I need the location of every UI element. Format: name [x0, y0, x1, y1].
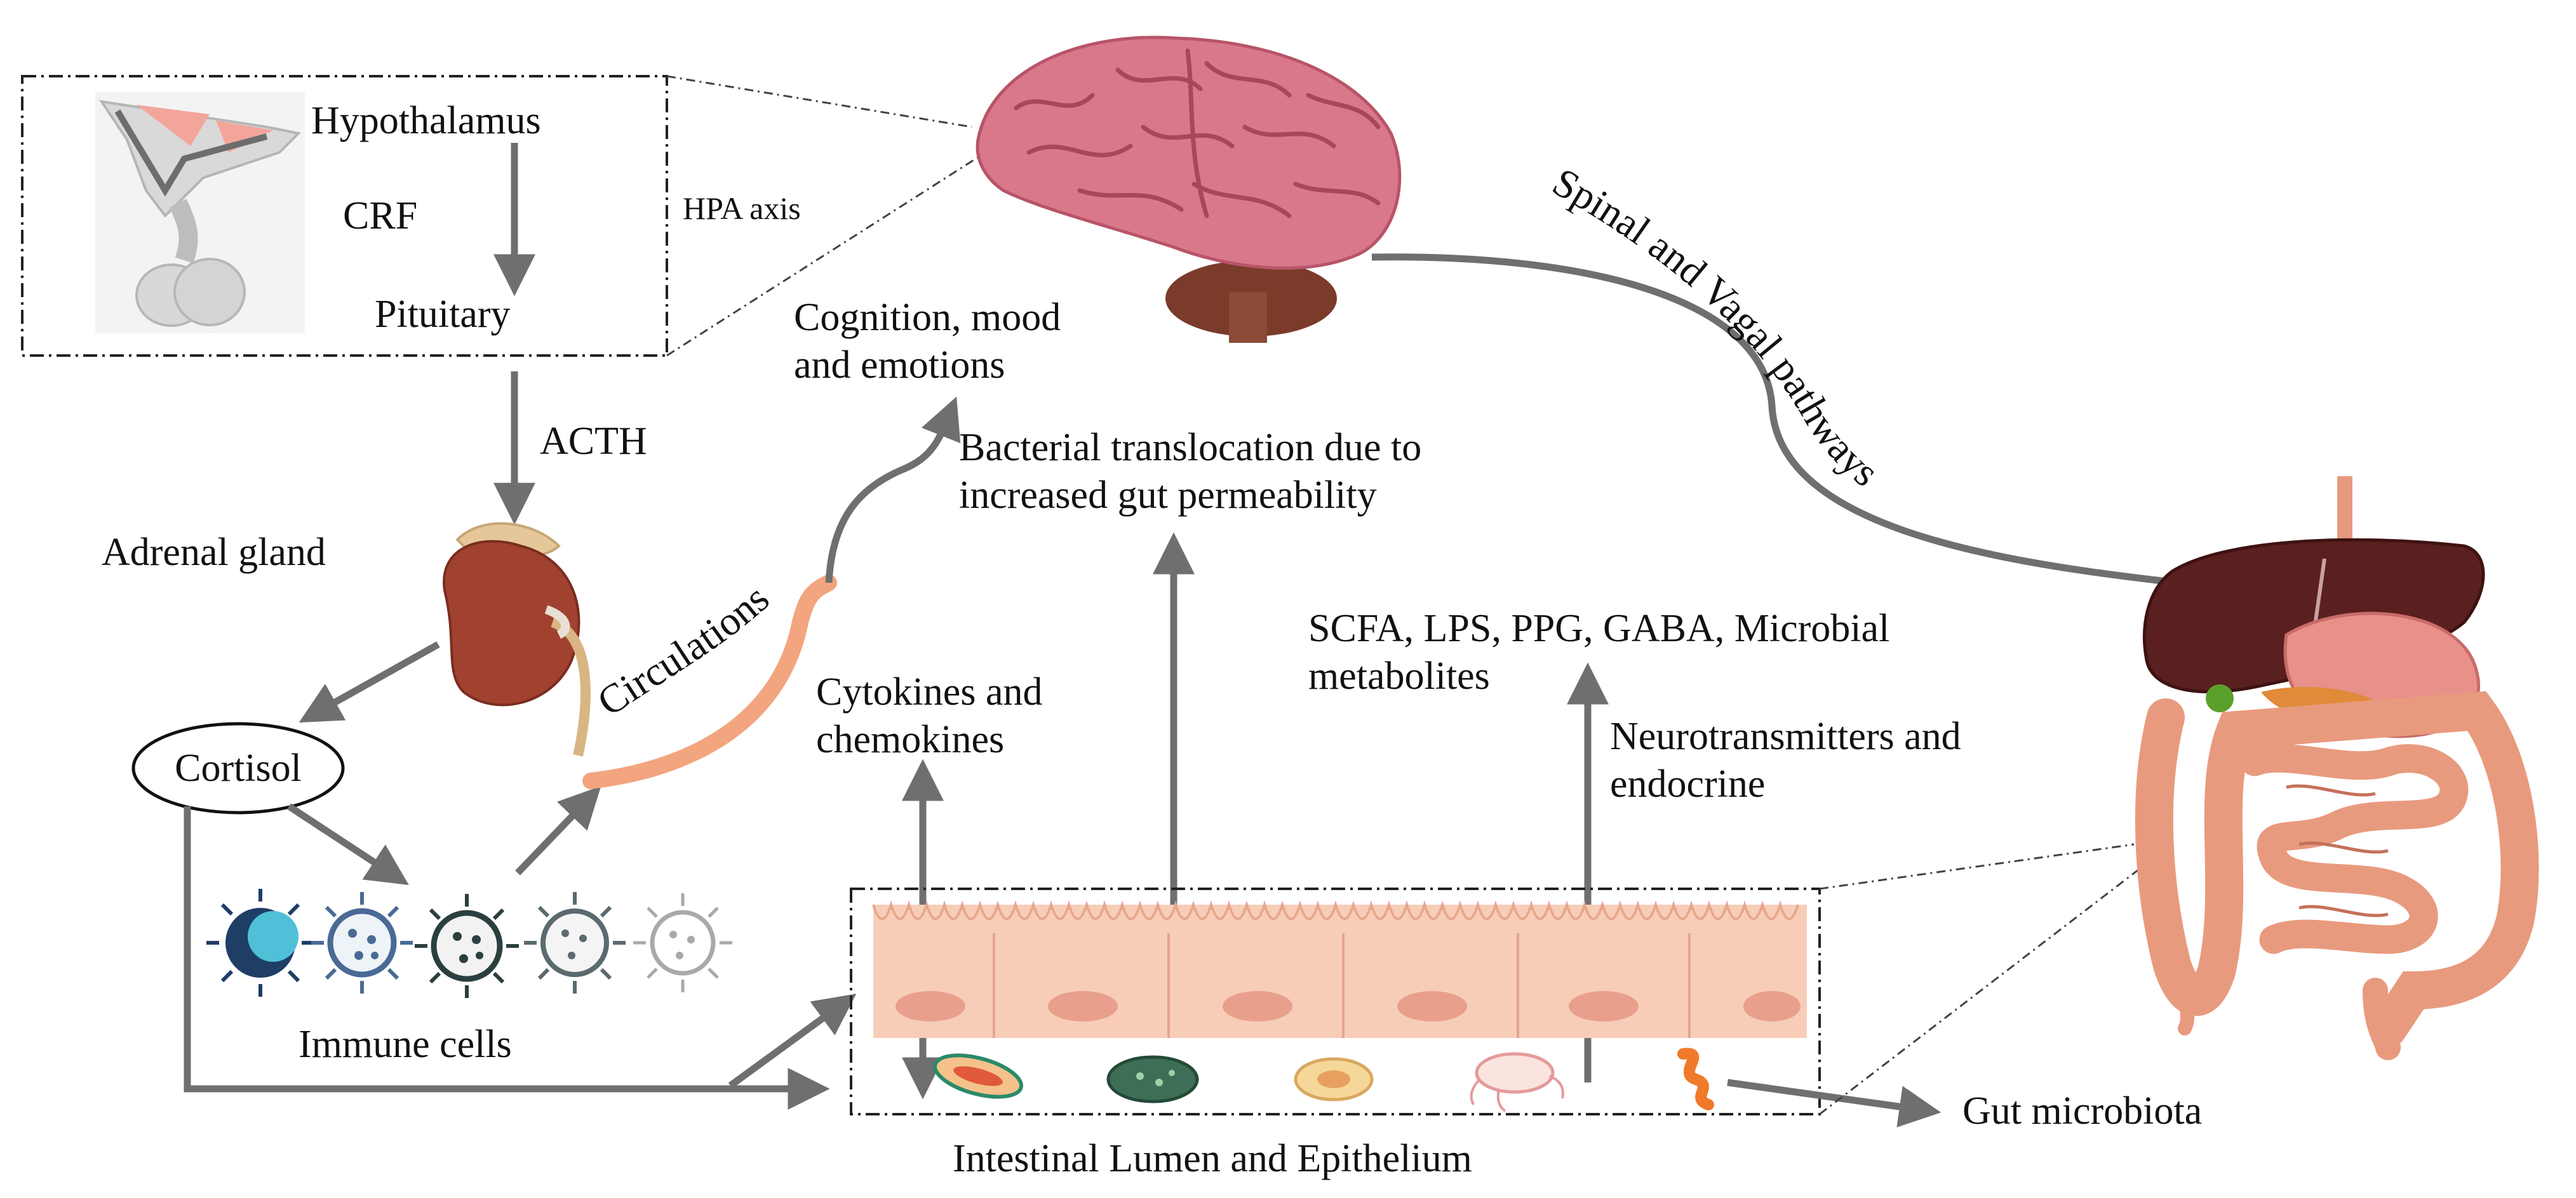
cytokines-label-line2: chemokines	[816, 718, 1004, 761]
microvilli	[872, 900, 1799, 921]
cell-borders	[993, 933, 1691, 1038]
bacterial-translocation-line2: increased gut permeability	[959, 474, 1377, 517]
cortisol-to-epithelium-arrow	[728, 994, 857, 1089]
cortisol-ellipse	[131, 722, 345, 815]
hpa-axis-box: Hypothalamus CRF Pituitary HPA axis	[21, 75, 801, 357]
hypothalamus-pituitary-illustration	[95, 92, 305, 333]
adrenal-to-cortisol-arrow	[299, 641, 440, 723]
adrenal-gland-illustration	[443, 522, 591, 757]
bacteria-icon	[932, 1053, 1024, 1099]
immune-cell-icon	[206, 889, 314, 997]
gut-microbiota-label: Gut microbiota	[1962, 1089, 2202, 1133]
cytokines-label-line1: Cytokines and	[816, 670, 1042, 714]
circulation-vessel	[582, 575, 837, 789]
bacteria-icon	[1677, 1048, 1714, 1110]
immune-cells-label: Immune cells	[299, 1023, 512, 1066]
immune-cell-icon	[311, 892, 413, 994]
immune-cell-icon	[633, 893, 732, 992]
acth-label: ACTH	[540, 420, 647, 463]
cortisol-label: Cortisol	[175, 747, 302, 790]
immune-cells-group	[206, 889, 732, 998]
scfa-label-line1: SCFA, LPS, PPG, GABA, Microbial	[1308, 607, 1889, 650]
immune-cell-icon	[415, 894, 519, 998]
hpa-connector-bottom	[666, 148, 991, 357]
lumen-connector-bottom	[1819, 862, 2147, 1115]
bacterial-translocation-line1: Bacterial translocation due to	[959, 426, 1421, 469]
hpa-connector-top	[666, 75, 972, 128]
circulation-to-brain-arrow	[825, 396, 961, 583]
hypothalamus-label: Hypothalamus	[311, 99, 541, 142]
intestinal-lumen-epithelium-label: Intestinal Lumen and Epithelium	[953, 1137, 1472, 1180]
cortisol-to-immune-arrow	[286, 803, 409, 886]
cognition-label-line1: Cognition, mood	[794, 296, 1061, 339]
bacteria-icon	[1106, 1055, 1199, 1103]
cognition-label-line2: and emotions	[794, 343, 1005, 387]
cell-nuclei	[896, 991, 1801, 1022]
cortisol-to-lumen-arrow	[184, 806, 830, 1110]
digestive-system-illustration	[2135, 476, 2539, 1060]
pituitary-label: Pituitary	[375, 293, 511, 336]
bacteria-icon	[1470, 1052, 1564, 1112]
immune-cell-icon	[524, 892, 626, 994]
immune-to-circulation-arrow	[515, 786, 601, 875]
lumen-connector-top	[1819, 843, 2135, 890]
hpa-axis-label: HPA axis	[683, 190, 801, 226]
spinal-vagal-pathway-line	[1371, 253, 2163, 585]
bacteria-icon	[1294, 1057, 1374, 1101]
epithelium-layer	[873, 905, 1807, 1038]
intestinal-lumen-epithelium-box	[850, 888, 1821, 1115]
adrenal-gland-label: Adrenal gland	[102, 531, 326, 574]
crf-label: CRF	[343, 194, 417, 237]
spinal-vagal-label: Spinal and Vagal pathways	[1545, 159, 1888, 495]
neurotransmitters-label-line1: Neurotransmitters and	[1610, 715, 1961, 758]
brain-illustration	[976, 36, 1402, 343]
circulations-label: Circulations	[589, 576, 777, 725]
scfa-label-line2: metabolites	[1308, 655, 1490, 698]
neurotransmitters-label-line2: endocrine	[1610, 762, 1765, 806]
gut-microbiota-arrow	[1727, 1079, 1942, 1128]
